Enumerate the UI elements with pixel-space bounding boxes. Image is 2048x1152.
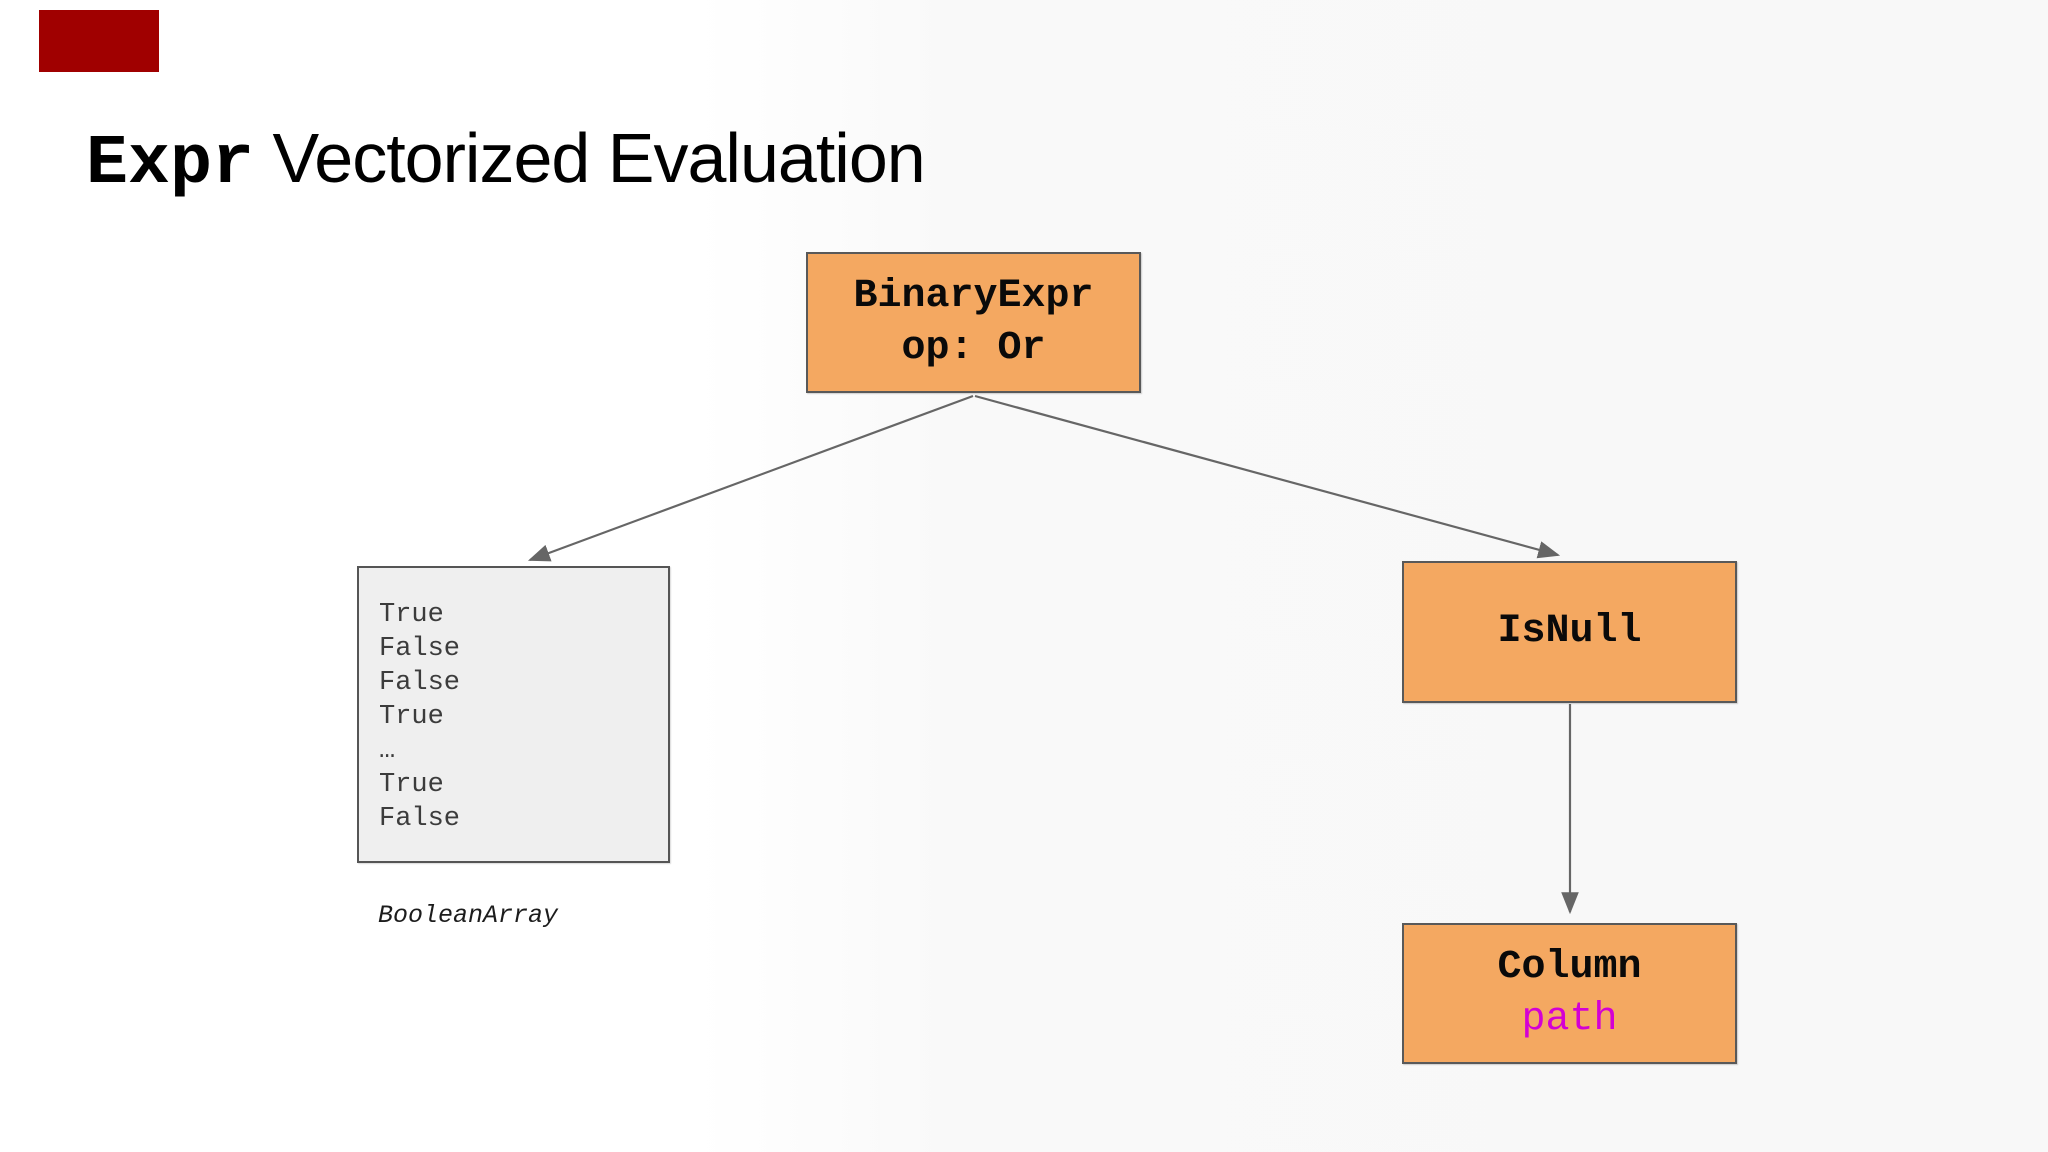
boolean-value: False <box>379 634 461 664</box>
boolean-value-ellipsis: … <box>379 736 396 766</box>
title-text: Vectorized Evaluation <box>254 119 925 197</box>
node-binaryexpr: BinaryExpr op: Or <box>806 252 1141 393</box>
boolean-value: True <box>379 600 444 630</box>
node-binaryexpr-op: op: Or <box>901 325 1046 371</box>
boolean-value: True <box>379 702 444 732</box>
edge-binaryexpr-to-isnull <box>974 394 1561 559</box>
page-title: Expr Vectorized Evaluation <box>86 123 926 200</box>
boolean-array-box: True False False True … True False <box>357 566 670 863</box>
node-column-label: Column <box>1497 944 1642 990</box>
boolean-value: False <box>379 668 461 698</box>
title-code-expr: Expr <box>86 125 255 204</box>
node-column: Column path <box>1402 923 1737 1064</box>
boolean-value: True <box>379 770 444 800</box>
node-column-path: path <box>1521 996 1618 1042</box>
node-isnull: IsNull <box>1402 561 1737 703</box>
node-binaryexpr-label: BinaryExpr <box>853 273 1094 319</box>
boolean-array-caption: BooleanArray <box>378 901 559 930</box>
red-marker-bar <box>39 10 159 72</box>
edge-binaryexpr-to-booleanarray <box>527 394 974 562</box>
node-isnull-label: IsNull <box>1497 609 1642 654</box>
boolean-value: False <box>379 804 461 834</box>
